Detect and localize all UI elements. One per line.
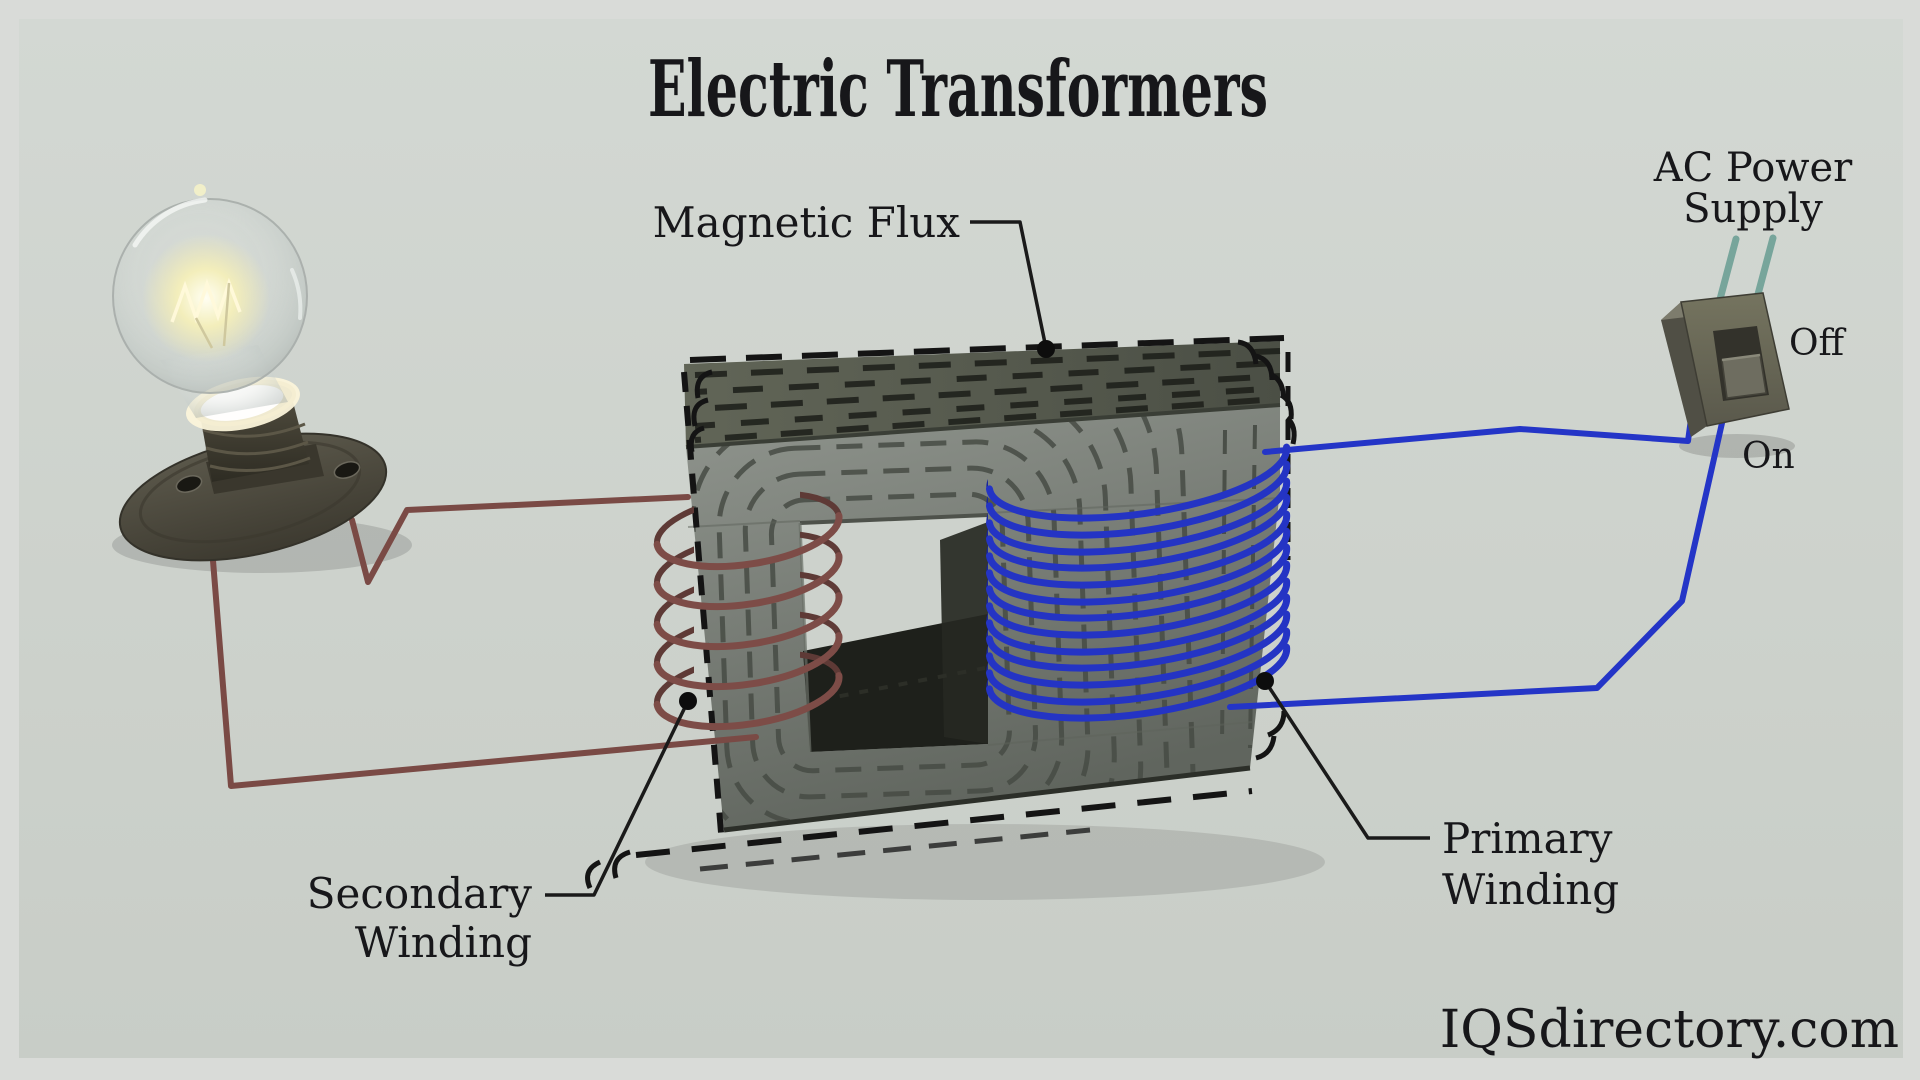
- switch-prongs: [1715, 234, 1777, 307]
- glass-highlights: [132, 197, 303, 320]
- core-window-left-edge: [798, 522, 812, 753]
- primary-wire-bottom: [1227, 420, 1725, 710]
- flux-outline-corner-curls: [585, 339, 1297, 890]
- secondary-wire-bottom: [209, 545, 759, 789]
- core-lamination-dashes: [694, 348, 1281, 443]
- switch-side-face: [1661, 302, 1707, 437]
- core-window-right-face: [940, 522, 988, 744]
- magnetic-flux-label: Magnetic Flux: [653, 198, 961, 247]
- base-screw-hole-left: [175, 475, 203, 493]
- magnetic-flux-dot: [1037, 340, 1055, 358]
- magnetic-flux-leader: [970, 220, 1048, 349]
- callouts: Magnetic Flux Secondary Winding Primary …: [307, 145, 1853, 967]
- core-bottom-edge: [723, 765, 1251, 833]
- primary-winding-label-line2: Winding: [1442, 865, 1619, 914]
- bulb-tip-highlight: [194, 184, 206, 196]
- circuit-wires: [209, 416, 1725, 789]
- core-window-top-edge: [799, 513, 989, 525]
- switch-rocker[interactable]: [1721, 354, 1767, 399]
- primary-coil-front-turns: [985, 443, 1291, 722]
- bulb-inner-glow: [142, 234, 270, 362]
- core-window-texture: [819, 666, 986, 702]
- switch-floor-shadow: [1679, 434, 1795, 458]
- secondary-winding-leader: [545, 700, 690, 897]
- secondary-winding-label-line1: Secondary: [307, 869, 532, 918]
- core-top-front-edge: [685, 403, 1281, 449]
- ac-power-label-line2: Supply: [1683, 186, 1823, 232]
- core-floor-shadow: [645, 824, 1325, 900]
- power-switch: [1661, 234, 1790, 437]
- secondary-coil-front-turns: [653, 512, 843, 731]
- primary-winding-leader: [1263, 680, 1430, 840]
- secondary-wire-top: [349, 494, 691, 585]
- filament-supports: [194, 282, 231, 349]
- switch-on-label: On: [1742, 436, 1795, 477]
- secondary-winding-coil: [653, 490, 843, 731]
- light-bulb: [112, 184, 388, 562]
- primary-winding-label-line1: Primary: [1442, 814, 1613, 863]
- core-window-bottom-face: [803, 614, 988, 752]
- switch-rocker-edge: [1721, 353, 1761, 362]
- secondary-winding-dot: [679, 692, 697, 710]
- ac-power-label-line1: AC Power: [1653, 145, 1853, 191]
- switch-off-label: Off: [1789, 323, 1847, 364]
- socket-ridges: [202, 422, 311, 472]
- page-title: Electric Transformers: [648, 44, 1268, 135]
- watermark: IQSdirectory.com: [1440, 1000, 1899, 1060]
- primary-winding-dot: [1256, 672, 1274, 690]
- secondary-winding-label-line2: Winding: [355, 918, 532, 967]
- base-screw-hole-right: [333, 461, 361, 479]
- primary-winding-coil: [985, 414, 1291, 722]
- leader-lines: [545, 220, 1430, 897]
